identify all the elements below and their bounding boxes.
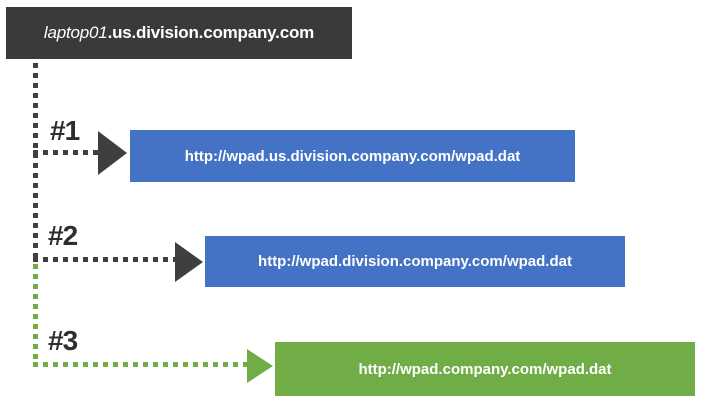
step-3-url-text: http://wpad.company.com/wpad.dat [358, 360, 612, 378]
step-3-url-box: http://wpad.company.com/wpad.dat [275, 342, 695, 396]
client-host-box: laptop01.us.division.company.com [6, 7, 352, 59]
step-3-label: #3 [48, 325, 78, 356]
step-1-label: #1 [50, 115, 80, 146]
step-2-label: #2 [48, 220, 78, 251]
client-domain-suffix: .us.division.company.com [107, 23, 315, 42]
step-1-dotted-connector [33, 150, 98, 155]
step-2-arrowhead-icon [175, 242, 203, 282]
step-2-url-text: http://wpad.division.company.com/wpad.da… [258, 253, 572, 270]
step-2-dotted-connector [33, 257, 175, 262]
step-1-url-box: http://wpad.us.division.company.com/wpad… [130, 130, 575, 182]
step-1-arrowhead-icon [98, 131, 127, 175]
dotted-connector-vertical-dark [33, 63, 38, 257]
step-1-url-text: http://wpad.us.division.company.com/wpad… [184, 147, 521, 165]
step-2-url-box: http://wpad.division.company.com/wpad.da… [205, 236, 625, 287]
dotted-connector-vertical-green [33, 264, 38, 362]
step-3-arrowhead-icon [247, 349, 273, 383]
step-3-dotted-connector [33, 362, 247, 367]
client-hostname: laptop01 [43, 23, 108, 42]
